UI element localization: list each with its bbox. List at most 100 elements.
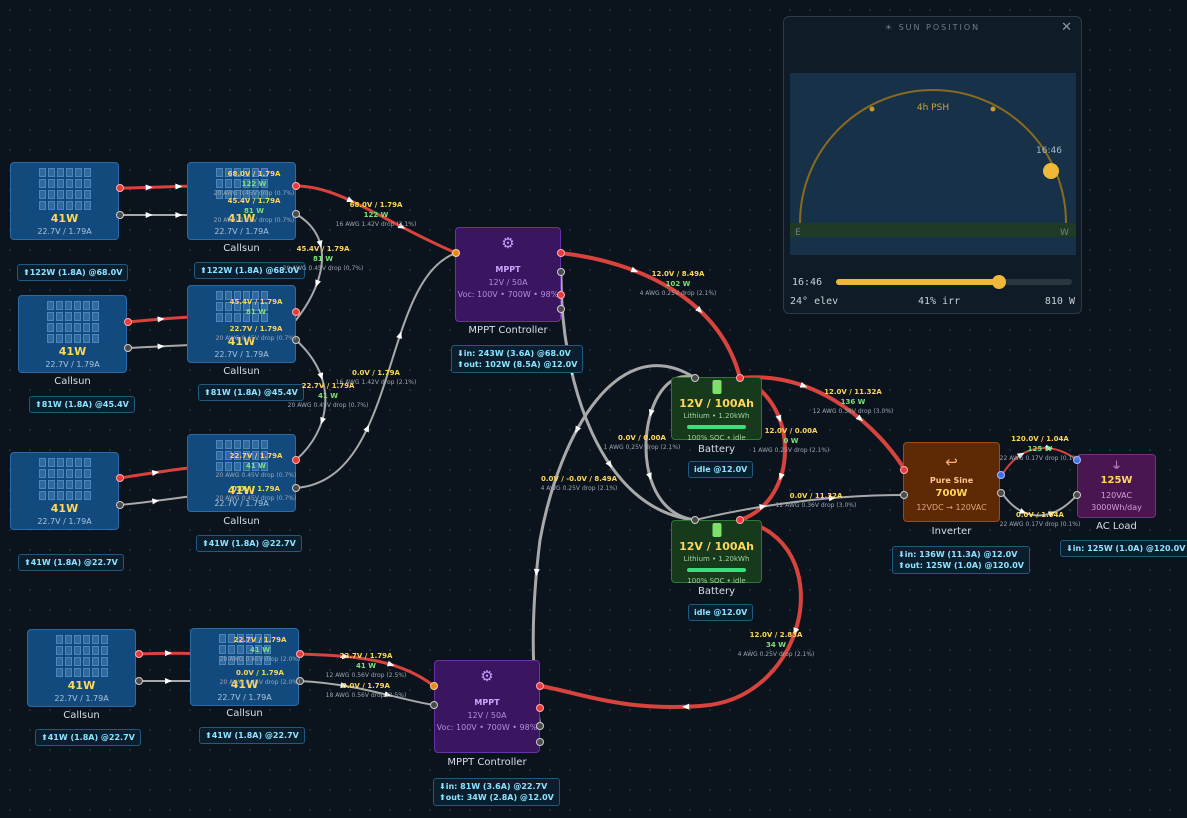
panel-spec: 22.7V / 1.79A <box>54 694 109 703</box>
positive-port[interactable] <box>557 249 565 257</box>
close-icon[interactable]: ✕ <box>1061 20 1072 35</box>
negative-port[interactable] <box>292 210 300 218</box>
panel-output-badge: ⬆122W (1.8A) @68.0V <box>17 264 129 281</box>
battery[interactable]: 12V / 100Ah Lithium • 1.20kWh 100% SOC •… <box>671 377 762 442</box>
wire-positive[interactable] <box>738 375 907 472</box>
mppt-spec: Voc: 100V • 700W • 98% <box>436 723 538 732</box>
wire-negative[interactable] <box>1001 492 1078 517</box>
positive-port[interactable] <box>135 650 143 658</box>
positive-port[interactable] <box>536 682 544 690</box>
solar-panel[interactable]: 41W 22.7V / 1.79A <box>27 629 136 707</box>
negative-port[interactable] <box>292 484 300 492</box>
positive-port[interactable] <box>736 374 744 382</box>
negative-port[interactable] <box>900 491 908 499</box>
wire-positive[interactable] <box>298 652 436 688</box>
wire-positive[interactable] <box>1001 447 1078 476</box>
negative-port[interactable] <box>124 344 132 352</box>
flow-arrow-icon <box>828 495 837 502</box>
time-slider[interactable] <box>836 275 1072 289</box>
positive-port[interactable] <box>296 650 304 658</box>
sun-sky-view: 4h PSH 16:46 E W <box>790 73 1076 255</box>
panel-power: 41W <box>50 502 79 515</box>
wire-negative[interactable] <box>295 339 327 461</box>
negative-port[interactable] <box>691 516 699 524</box>
solar-cells-icon <box>38 458 91 500</box>
solar-panel[interactable]: 41W 22.7V / 1.79A <box>187 434 296 512</box>
panel-spec: 22.7V / 1.79A <box>214 350 269 359</box>
negative-port[interactable] <box>691 374 699 382</box>
negative-port[interactable] <box>997 489 1005 497</box>
negative-port[interactable] <box>536 722 544 730</box>
flow-arrow-icon <box>165 678 173 684</box>
panel-power: 41W <box>230 678 259 691</box>
panel-name: Callsun <box>223 366 260 377</box>
inverter-name: Inverter <box>931 526 972 537</box>
wire-negative[interactable] <box>694 494 906 521</box>
wire-negative[interactable] <box>295 213 324 321</box>
flow-arrow-icon <box>386 660 395 667</box>
mppt-rating: 12V / 50A <box>467 711 507 720</box>
mppt-title: MPPT <box>474 698 500 707</box>
wire-positive[interactable] <box>538 518 803 709</box>
solar-panel[interactable]: 41W 22.7V / 1.79A <box>18 295 127 373</box>
solar-panel[interactable]: 41W 22.7V / 1.79A <box>187 285 296 363</box>
panel-power: 41W <box>227 212 256 225</box>
positive-port[interactable] <box>292 182 300 190</box>
flow-arrow-icon <box>320 416 326 425</box>
positive-port[interactable] <box>736 516 744 524</box>
flow-arrow-icon <box>315 279 321 287</box>
negative-port[interactable] <box>116 501 124 509</box>
wire-negative[interactable] <box>299 680 435 706</box>
wire-negative[interactable] <box>295 252 457 489</box>
ac-load[interactable]: ⏚ 125W 120VAC 3000Wh/day <box>1077 454 1156 518</box>
positive-port[interactable] <box>116 184 124 192</box>
solar-cells-icon <box>46 301 99 343</box>
negative-port[interactable] <box>557 305 565 313</box>
positive-port[interactable] <box>124 318 132 326</box>
negative-port[interactable] <box>292 336 300 344</box>
battery[interactable]: 12V / 100Ah Lithium • 1.20kWh 100% SOC •… <box>671 520 762 585</box>
pv-input-port[interactable] <box>452 249 460 257</box>
flow-arrow-icon <box>1016 452 1025 459</box>
positive-port[interactable] <box>292 456 300 464</box>
wire-positive[interactable] <box>294 184 458 255</box>
negative-port[interactable] <box>135 677 143 685</box>
negative-port[interactable] <box>430 701 438 709</box>
solar-cells-icon <box>38 168 91 210</box>
negative-port[interactable] <box>536 738 544 746</box>
negative-port[interactable] <box>1073 491 1081 499</box>
positive-port[interactable] <box>557 291 565 299</box>
time-slider-handle[interactable] <box>991 275 1006 289</box>
solar-panel[interactable]: 41W 22.7V / 1.79A <box>10 162 119 240</box>
negative-port[interactable] <box>557 268 565 276</box>
negative-port[interactable] <box>116 211 124 219</box>
solar-cells-icon <box>218 634 271 665</box>
pv-input-port[interactable] <box>430 682 438 690</box>
flow-arrow-icon <box>396 331 402 340</box>
ac-output-port[interactable] <box>997 471 1005 479</box>
solar-cells-icon <box>215 440 268 471</box>
mppt-controller[interactable]: ⚙ MPPT 12V / 50A Voc: 100V • 700W • 98% <box>455 227 561 322</box>
wire-positive[interactable] <box>559 251 742 380</box>
inverter[interactable]: ↩ Pure Sine 700W 12VDC → 120VAC <box>903 442 1000 522</box>
sun-position-window[interactable]: ☀ SUN POSITION ✕ 4h PSH 16:46 E W 16:46 … <box>783 16 1082 314</box>
ac-input-port[interactable] <box>1073 456 1081 464</box>
negative-port[interactable] <box>296 677 304 685</box>
positive-port[interactable] <box>536 704 544 712</box>
mppt-controller[interactable]: ⚙ MPPT 12V / 50A Voc: 100V • 700W • 98% <box>434 660 540 753</box>
positive-port[interactable] <box>292 308 300 316</box>
solar-panel[interactable]: 41W 22.7V / 1.79A <box>187 162 296 240</box>
positive-port[interactable] <box>116 474 124 482</box>
panel-output-badge: ⬆81W (1.8A) @45.4V <box>29 396 135 413</box>
solar-panel[interactable]: 41W 22.7V / 1.79A <box>190 628 299 706</box>
flow-arrow-icon <box>1045 444 1053 451</box>
positive-port[interactable] <box>900 466 908 474</box>
flow-arrow-icon <box>346 196 354 203</box>
wire-negative[interactable] <box>559 270 697 522</box>
solar-panel[interactable]: 41W 22.7V / 1.79A <box>10 452 119 530</box>
sunset-marker <box>990 106 996 112</box>
flow-arrow-icon <box>855 414 863 422</box>
mppt-io-badge: ⬇in: 81W (3.6A) @22.7V ⬆out: 34W (2.8A) … <box>433 778 560 806</box>
